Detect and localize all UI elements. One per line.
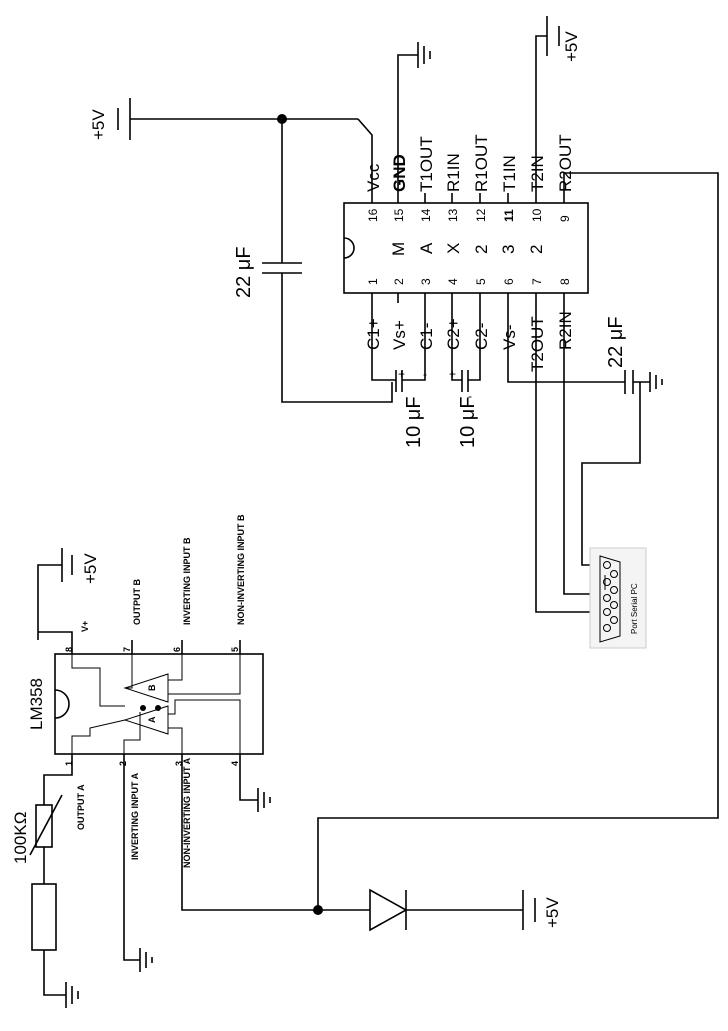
max232-pin-num-12: 12 [474,208,488,222]
max232-code-2: A [417,242,436,254]
supply-label-top-left: +5V [89,109,108,140]
max232-pin-name-c1minus: C1- [417,323,436,350]
max232-pin-num-3: 3 [419,278,433,285]
cap-label-c1: 10 μF [403,396,425,448]
max232-pin-name-t2in: T2IN [528,155,547,192]
c1-minus-mark: - [423,367,427,381]
max232-pin-num-15: 15 [392,208,406,222]
max232-pin-num-5: 5 [474,278,488,285]
max232-pin-num-2: 2 [392,278,406,285]
max232-pin-name-r2out: R2OUT [556,134,575,192]
max232-pin-num-4: 4 [446,278,460,285]
max232-pin-name-vcc: Vcc [364,163,383,192]
lm358-pin-label-vplus: V+ [80,621,90,632]
lm358-pin-num-3: 3 [174,761,184,766]
cap-label-vs: 22 μF [605,316,627,368]
lm358-pin-num-4: 4 [230,761,240,766]
max232-pin-num-6: 6 [502,278,516,285]
opamp-b-label: B [147,684,157,691]
max232-pin-name-r1in: R1IN [444,153,463,192]
cap-label-c2: 10 μF [457,396,479,448]
max232-body [343,202,589,294]
max232-bottom-pin-stubs [371,293,565,303]
vcc-junction [277,114,287,124]
supply-label-lm358: +5V [81,553,100,584]
max232-pin-num-13: 13 [446,208,460,222]
lm358-pin-num-2: 2 [118,761,128,766]
lm358-pin-label-output-b: OUTPUT B [132,579,142,625]
max232-notch [343,237,355,259]
max232-pin-name-c2plus: C2+ [444,318,463,350]
max232-pin-name-r2in: R2IN [556,311,575,350]
max232-pin-num-16: 16 [366,208,380,222]
max232-pin-num-14: 14 [419,208,433,222]
lm358-wiring [29,548,536,1008]
max232-pin-num-1: 1 [366,278,380,285]
lm358-pin-num-6: 6 [172,647,182,652]
serial-port: Port Serial PC [589,547,647,649]
lm358-pin-num-7: 7 [122,647,132,652]
c2-minus-mark: - [468,389,472,403]
lm358-pin-num-5: 5 [230,647,240,652]
supply-label-top-right: +5V [562,31,581,62]
max232-pin-name-gnd: GND [390,154,409,192]
c1-plus-mark: + [398,367,405,381]
max232-pin-name-c1plus: C1+ [364,318,383,350]
max232-pin-num-7: 7 [530,278,544,285]
diode-junction [313,905,323,915]
max232-pin-name-t1out: T1OUT [417,136,436,192]
max232-pin-num-9: 9 [558,215,572,222]
max232-pin-name-r1out: R1OUT [472,134,491,192]
lm358-pin-label-output-a: OUTPUT A [76,784,86,830]
max232-pin-name-c2minus: C2- [472,323,491,350]
resistor-label: 100KΩ [11,812,30,864]
serial-port-label: Port Serial PC [630,583,639,634]
opamp-a-label: A [147,716,157,723]
max232-code-6: 2 [527,245,546,254]
max232-pin-name-t2out: T2OUT [528,316,547,372]
c2-plus-mark: + [449,367,456,381]
lm358-pin-num-1: 1 [64,761,74,766]
max232-code-3: X [444,243,463,254]
max232-wiring [117,16,719,910]
max232-code-1: M [389,242,408,256]
lm358-pin-label-inverting-a: INVERTING INPUT A [130,772,140,860]
max232-pin-name-t1in: T1IN [500,155,519,192]
max232-pin-name-vsplus: Vs+ [390,320,409,350]
max232-code-5: 3 [499,245,518,254]
lm358-pin-label-noninverting-b: NON-INVERTING INPUT B [236,514,246,625]
cap-label-vcc: 22 μF [233,246,255,298]
supply-label-diode: +5V [543,897,562,928]
max232-pin-num-11: 11 [502,209,516,222]
max232-code-4: 2 [472,245,491,254]
lm358-pin-label-inverting-b: INVERTING INPUT B [182,537,192,625]
max232-pin-num-8: 8 [558,278,572,285]
max232-pin-name-vsminus: Vs- [500,325,519,351]
lm358-part-label: LM358 [27,678,46,730]
max232-chip: 16 15 14 13 12 11 10 9 M A X 2 3 2 1 2 3… [343,134,589,372]
lm358-pin-label-noninverting-a: NON-INVERTING INPUT A [182,757,192,868]
max232-top-pin-stubs [371,193,565,203]
lm358-pin-num-8: 8 [64,647,74,652]
lm358-chip: LM358 8 7 6 5 1 2 3 4 V+ OUTPUT B INVERT… [27,514,264,868]
max232-pin-num-10: 10 [530,208,544,222]
